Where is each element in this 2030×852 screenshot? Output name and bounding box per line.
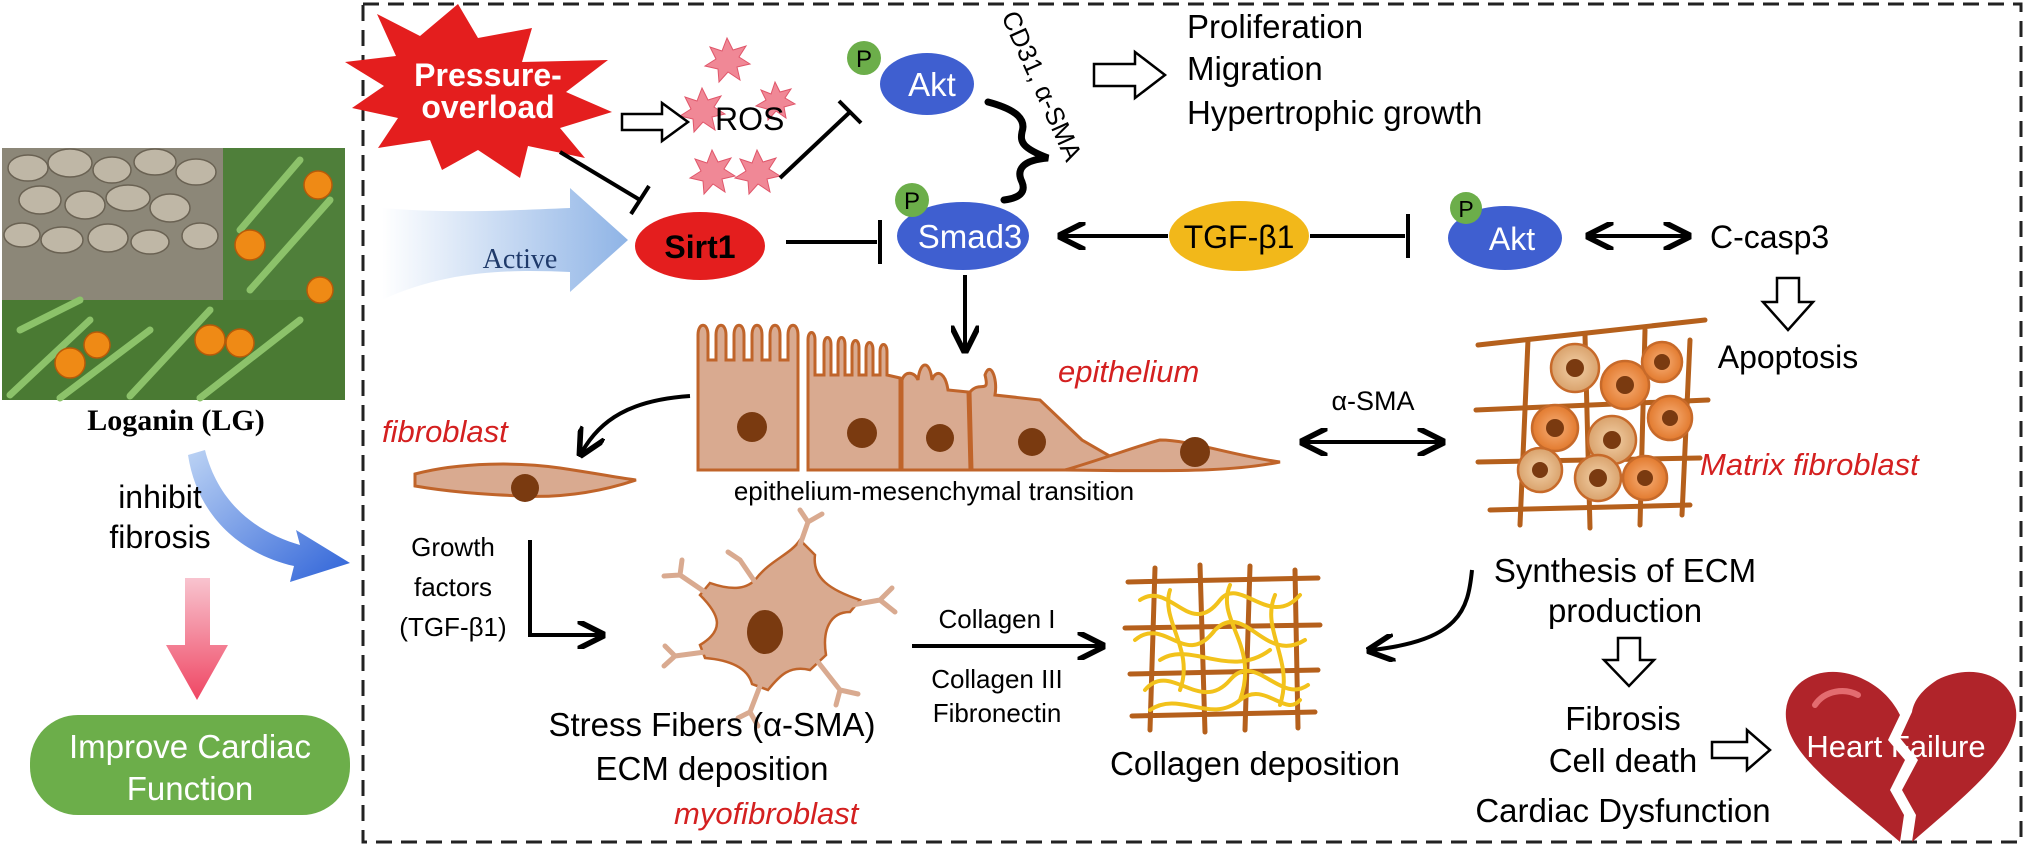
akt-node-top — [880, 53, 974, 115]
heart-failure-label: Heart Failure — [1806, 729, 1985, 764]
tgf-label: TGF-β1 — [1184, 219, 1295, 255]
synthesis-line2: production — [1548, 592, 1702, 629]
hollow-arrow-to-outcomes — [1092, 49, 1168, 101]
outcome-migration: Migration — [1187, 50, 1323, 87]
collagen-i-label: Collagen I — [938, 604, 1055, 634]
phospho-label-akt-top: P — [856, 46, 872, 73]
cd31-asma-label: CD31, α-SMA — [996, 6, 1089, 166]
ccasp3-label: C-casp3 — [1710, 219, 1829, 255]
growth-label-1: Growth — [411, 532, 495, 562]
blue-curved-arrow — [188, 450, 350, 582]
hollow-arrow-to-ros — [620, 100, 691, 144]
sirt1-node — [635, 212, 765, 280]
loganin-photo — [2, 148, 345, 402]
pressure-overload-burst — [345, 4, 612, 178]
inhibit-text: inhibit — [118, 479, 202, 515]
ros-label: ROS — [715, 101, 784, 137]
outcome-cell-death: Cell death — [1549, 742, 1698, 779]
emt-label: epithelium-mesenchymal transition — [734, 476, 1134, 506]
myofibroblast-label: myofibroblast — [674, 796, 860, 831]
phospho-label-smad3: P — [904, 188, 920, 215]
phospho-mark-smad3 — [895, 183, 929, 217]
phospho-mark-akt-top — [847, 41, 881, 75]
hollow-arrow-to-heart-failure — [1710, 727, 1772, 773]
akt-label-top: Akt — [908, 66, 956, 103]
sirt1-label: Sirt1 — [664, 229, 735, 265]
akt-label-right: Akt — [1489, 221, 1535, 257]
pressure-line1: Pressure- — [414, 57, 562, 93]
fibroblast-cell — [413, 462, 637, 502]
matrix-fibroblast-network — [1473, 317, 1711, 531]
active-label: Active — [483, 244, 558, 275]
outcome-proliferation: Proliferation — [1187, 8, 1363, 45]
pressure-inhibit-sirt1-line — [558, 150, 642, 202]
smad3-node — [897, 202, 1029, 270]
collagen-mesh — [1122, 562, 1323, 735]
myofibroblast-cell — [661, 507, 898, 729]
pressure-inhibit-sirt1-bar — [629, 184, 651, 216]
brace — [984, 98, 1050, 204]
synthesis-line1: Synthesis of ECM — [1494, 552, 1756, 589]
pressure-line2: overload — [421, 89, 554, 125]
outcome-cardiac-dysfunction: Cardiac Dysfunction — [1475, 792, 1770, 829]
dashed-frame — [361, 2, 2023, 844]
outcome-hypertrophic: Hypertrophic growth — [1187, 94, 1482, 131]
growth-label-3: (TGF-β1) — [399, 612, 506, 642]
ros-inhibit-akt-line — [778, 110, 852, 180]
matrix-fibroblast-label: Matrix fibroblast — [1700, 447, 1920, 482]
fibrosis-text: fibrosis — [109, 519, 210, 555]
ros-inhibit-akt-bar — [837, 99, 863, 125]
smad3-label: Smad3 — [918, 218, 1023, 255]
heart-failure-icon — [1785, 671, 2017, 842]
improve-line2: Function — [127, 770, 254, 807]
akt-node-right — [1448, 206, 1562, 270]
asma-label: α-SMA — [1331, 386, 1414, 416]
outcome-fibrosis: Fibrosis — [1565, 700, 1681, 737]
epithelium-label: epithelium — [1058, 354, 1199, 389]
fibroblast-label: fibroblast — [382, 414, 509, 449]
herb-label: Loganin (LG) — [87, 404, 265, 437]
collagen-iii-label: Collagen III — [931, 664, 1063, 694]
ecm-deposition-label: ECM deposition — [596, 750, 829, 787]
collagen-deposition-label: Collagen deposition — [1110, 745, 1400, 782]
fibronectin-label: Fibronectin — [933, 698, 1062, 728]
active-arrow — [382, 188, 628, 300]
stress-fibers-label: Stress Fibers (α-SMA) — [548, 706, 875, 743]
pink-down-arrow — [166, 578, 228, 700]
phospho-label-akt-right: P — [1458, 196, 1473, 222]
improve-function-box — [30, 715, 350, 815]
emt-epithelium-cells — [696, 323, 1281, 473]
hollow-arrow-to-apoptosis — [1760, 276, 1816, 332]
growth-to-myofibroblast-arrow — [528, 540, 600, 635]
ros-stars — [678, 36, 797, 196]
tgf-node — [1169, 201, 1309, 271]
growth-label-2: factors — [414, 572, 492, 602]
improve-line1: Improve Cardiac — [69, 728, 311, 765]
phospho-mark-akt-right — [1450, 192, 1482, 224]
emt-to-fibroblast-arrow — [582, 394, 691, 452]
ecm-to-collagen-arrow — [1372, 569, 1474, 650]
emt-nuclei — [737, 412, 1210, 467]
hollow-arrow-to-fibrosis — [1601, 636, 1657, 688]
apoptosis-label: Apoptosis — [1718, 339, 1859, 375]
